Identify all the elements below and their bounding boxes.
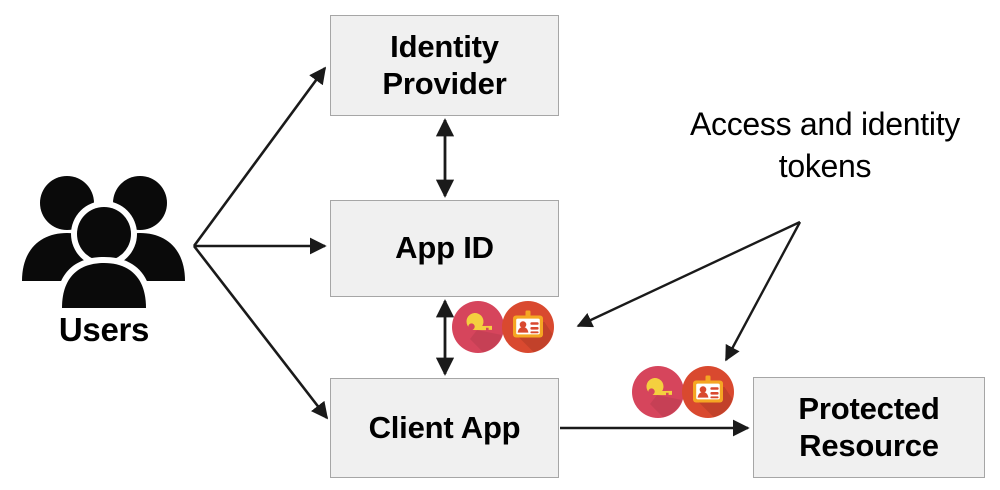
edge-tokens-label-to-resource-tokens bbox=[724, 221, 802, 362]
token-pair-app-id bbox=[450, 299, 558, 355]
node-identity-provider[interactable]: Identity Provider bbox=[330, 15, 559, 116]
node-protected-resource[interactable]: Protected Resource bbox=[753, 377, 985, 478]
identity-token-badge-icon bbox=[682, 366, 734, 418]
node-app-id[interactable]: App ID bbox=[330, 200, 559, 297]
access-and-identity-tokens-label: Access and identity tokens bbox=[689, 106, 960, 185]
node-client-app[interactable]: Client App bbox=[330, 378, 559, 478]
access-token-key-icon bbox=[452, 301, 504, 353]
token-pair-protected-resource bbox=[630, 364, 738, 420]
identity-token-badge-icon bbox=[502, 301, 554, 353]
edge-users-to-identity-provider bbox=[192, 66, 327, 247]
access-token-key-icon bbox=[632, 366, 684, 418]
users-group-icon bbox=[22, 176, 185, 308]
users-label: Users bbox=[58, 311, 150, 348]
edge-users-to-client-app bbox=[192, 245, 329, 420]
users-node: Users bbox=[14, 163, 194, 363]
edge-tokens-label-to-appid-tokens bbox=[576, 220, 801, 328]
